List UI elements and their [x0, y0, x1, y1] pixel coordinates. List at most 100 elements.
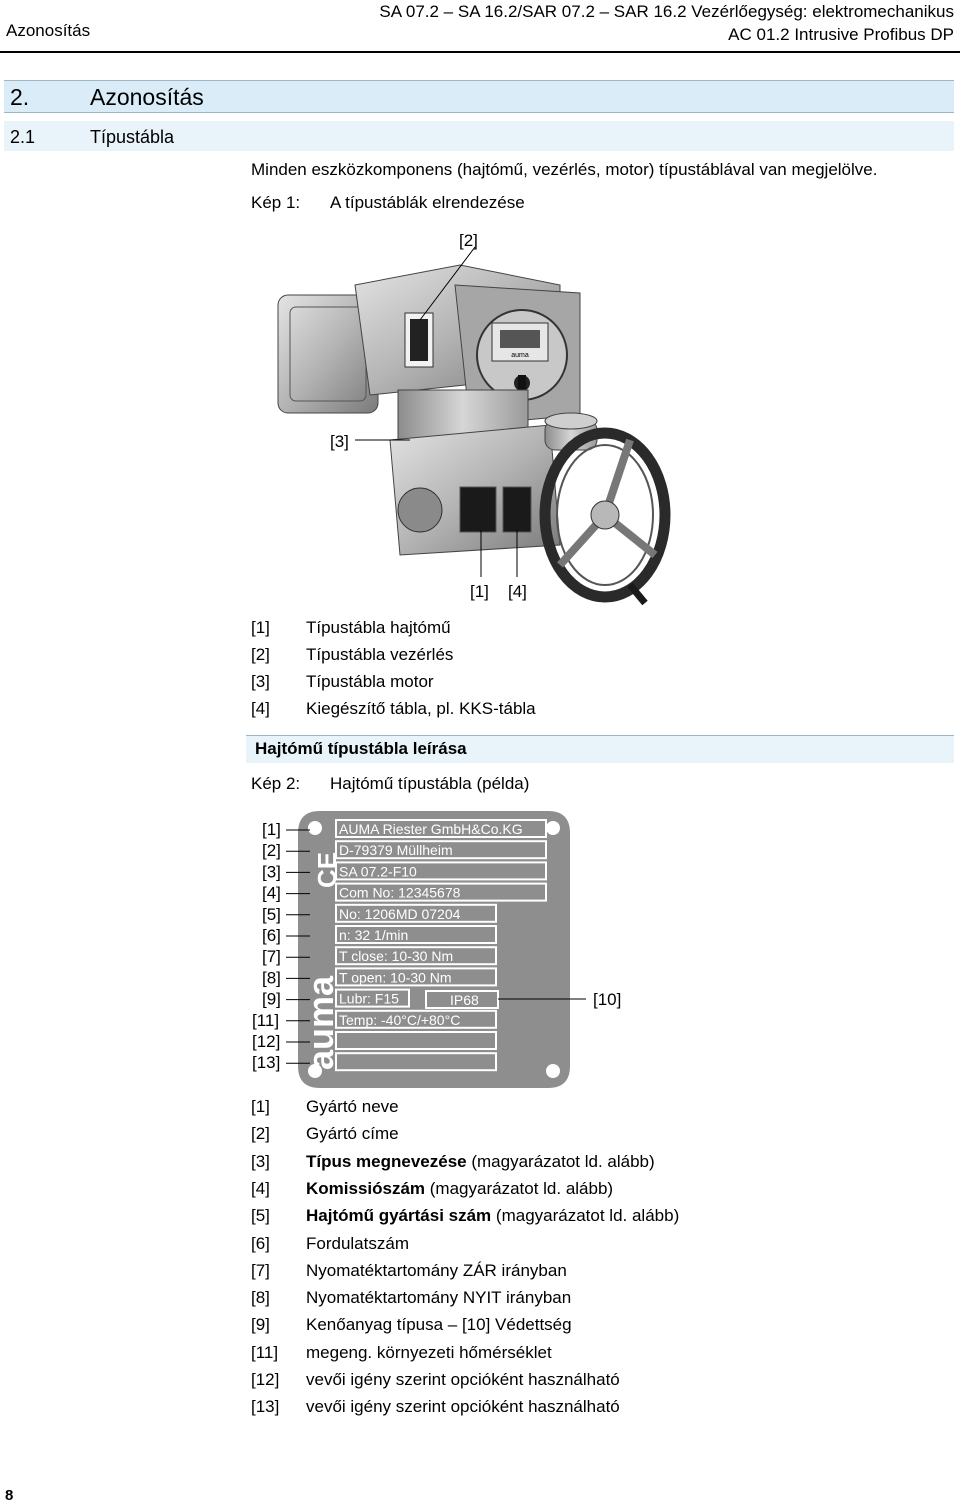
nameplate-field-value: D-79379 Müllheim: [339, 842, 453, 858]
nameplate-field-box: [335, 967, 497, 987]
legend-num: [3]: [251, 1152, 270, 1171]
section-heading: Hajtómű típustábla leírása: [255, 739, 467, 758]
nameplate-row-number: [13]: [252, 1053, 280, 1072]
legend-text: Gyártó neve: [306, 1097, 399, 1116]
ce-mark: CE: [312, 852, 342, 888]
legend-term: Hajtómű gyártási szám: [306, 1206, 492, 1225]
nameplate-field-value: T open: 10-30 Nm: [339, 969, 452, 985]
running-header-title-line2: AC 01.2 Intrusive Profibus DP: [728, 25, 954, 44]
nameplate-field-value: Temp: -40°C/+80°C: [339, 1012, 460, 1028]
figure1-callout-4: [4]: [508, 582, 527, 601]
nameplate-row-number: [6]: [262, 926, 281, 945]
nameplate-row-number: [2]: [262, 841, 281, 860]
figure2-caption: Hajtómű típustábla (példa): [330, 774, 530, 793]
running-header-title-line1: SA 07.2 – SA 16.2/SAR 07.2 – SAR 16.2 Ve…: [379, 2, 954, 21]
running-header-title: SA 07.2 – SA 16.2/SAR 07.2 – SAR 16.2 Ve…: [379, 0, 954, 46]
page-number: 8: [5, 1487, 14, 1504]
subchapter-heading-bar: [4, 121, 954, 151]
nameplate-field-box: [335, 903, 497, 923]
legend-num: [2]: [251, 1124, 270, 1143]
nameplate-field-box: [335, 925, 497, 944]
legend-text: vevői igény szerint opcióként használhat…: [306, 1370, 620, 1389]
nameplate-row-number: [5]: [262, 905, 281, 924]
legend-num: [11]: [251, 1343, 279, 1362]
legend-text: Hajtómű gyártási szám (magyarázatot ld. …: [306, 1206, 679, 1226]
chapter-number: 2.: [10, 84, 30, 110]
legend-text: Típustábla vezérlés: [306, 645, 454, 664]
nameplate-row-number: [3]: [262, 862, 281, 881]
figure1-caption: A típustáblák elrendezése: [330, 193, 525, 212]
nameplate-field-value: n: 32 1/min: [339, 927, 408, 943]
nameplate-field-box: [335, 946, 497, 966]
nameplate-field-value: SA 07.2-F10: [339, 863, 417, 879]
legend-num: [13]: [251, 1397, 280, 1416]
legend-text: Kiegészítő tábla, pl. KKS-tábla: [306, 699, 536, 718]
figure1-callout-1: [1]: [470, 582, 489, 601]
legend-note: (magyarázatot ld. alább): [491, 1206, 680, 1225]
auma-logo: auma: [300, 975, 341, 1070]
nameplate-row-number: [12]: [252, 1032, 280, 1051]
legend-num: [6]: [251, 1234, 270, 1253]
legend-text: Komissiószám (magyarázatot ld. alább): [306, 1179, 613, 1199]
legend-num: [9]: [251, 1315, 270, 1334]
nameplate-field-value: AUMA Riester GmbH&Co.KG: [339, 821, 523, 837]
nameplate-field-value: No: 1206MD 07204: [339, 906, 461, 922]
legend-num: [12]: [251, 1370, 280, 1389]
nameplate-field-box: [335, 1031, 497, 1050]
legend-num: [8]: [251, 1288, 270, 1307]
legend-num: [1]: [251, 1097, 270, 1116]
legend-text: Típustábla hajtómű: [306, 618, 451, 637]
running-header-section: Azonosítás: [6, 21, 91, 40]
header-rule: [0, 51, 960, 53]
legend-num: [3]: [251, 672, 270, 691]
nameplate-field-value: Com No: 12345678: [339, 885, 461, 901]
nameplate-field-box: [335, 882, 547, 902]
nameplate-field-box: [335, 819, 547, 838]
nameplate-callout-10: [10]: [593, 990, 621, 1009]
chapter-title: Azonosítás: [90, 84, 204, 110]
legend-num: [4]: [251, 1179, 270, 1198]
nameplate-illustration: AUMA Riester GmbH&Co.KG D-79379 MüllheimS…: [252, 811, 621, 1088]
nameplate-row-number: [9]: [262, 990, 281, 1009]
nameplate-row-number: [4]: [262, 884, 281, 903]
subchapter-title: Típustábla: [90, 127, 175, 147]
legend-note: (magyarázatot ld. alább): [466, 1152, 655, 1171]
legend-term: Komissiószám: [306, 1179, 426, 1198]
nameplate-row-number: [8]: [262, 968, 281, 987]
nameplate-row-number: [1]: [262, 820, 281, 839]
legend-text: Kenőanyag típusa – [10] Védettség: [306, 1315, 572, 1334]
legend-num: [1]: [251, 618, 270, 637]
subchapter-number: 2.1: [10, 127, 36, 147]
section-heading-bar: [246, 735, 954, 763]
svg-text:auma: auma: [511, 352, 529, 359]
actuator-illustration: auma: [277, 246, 671, 606]
chapter-heading-bar: [4, 80, 954, 113]
figure1-label: Kép 1:: [251, 193, 301, 212]
nameplate-field-box: [335, 1052, 497, 1072]
nameplate-field-value: Lubr: F15: [339, 991, 399, 1007]
legend-text: megeng. környezeti hőmérséklet: [306, 1343, 552, 1362]
nameplate-row-number: [11]: [252, 1011, 279, 1030]
nameplate-field-box: [335, 861, 547, 881]
legend-text: Nyomatéktartomány NYIT irányban: [306, 1288, 572, 1307]
legend-num: [5]: [251, 1206, 270, 1225]
legend-text: Gyártó címe: [306, 1124, 399, 1143]
legend-text: Nyomatéktartomány ZÁR irányban: [306, 1261, 567, 1280]
legend-text: Típustábla motor: [306, 672, 434, 691]
legend-num: [7]: [251, 1261, 270, 1280]
nameplate-field-value: T close: 10-30 Nm: [339, 948, 453, 964]
intro-paragraph: Minden eszközkomponens (hajtómű, vezérlé…: [251, 160, 878, 179]
nameplate-field-box: [335, 988, 410, 1008]
legend-text: Típus megnevezése (magyarázatot ld. aláb…: [306, 1152, 655, 1172]
legend-text: Fordulatszám: [306, 1234, 409, 1253]
legend-num: [2]: [251, 645, 270, 664]
nameplate-field-box: [335, 1009, 497, 1029]
legend-term: Típus megnevezése: [306, 1152, 467, 1171]
nameplate-field-box: [335, 840, 547, 860]
nameplate-ip-value: IP68: [450, 992, 479, 1008]
figure2-label: Kép 2:: [251, 774, 301, 793]
figure1-callout-2: [2]: [459, 231, 478, 250]
legend-text: vevői igény szerint opcióként használhat…: [306, 1397, 620, 1416]
legend-note: (magyarázatot ld. alább): [425, 1179, 614, 1198]
figure1-callout-3: [3]: [330, 432, 349, 451]
